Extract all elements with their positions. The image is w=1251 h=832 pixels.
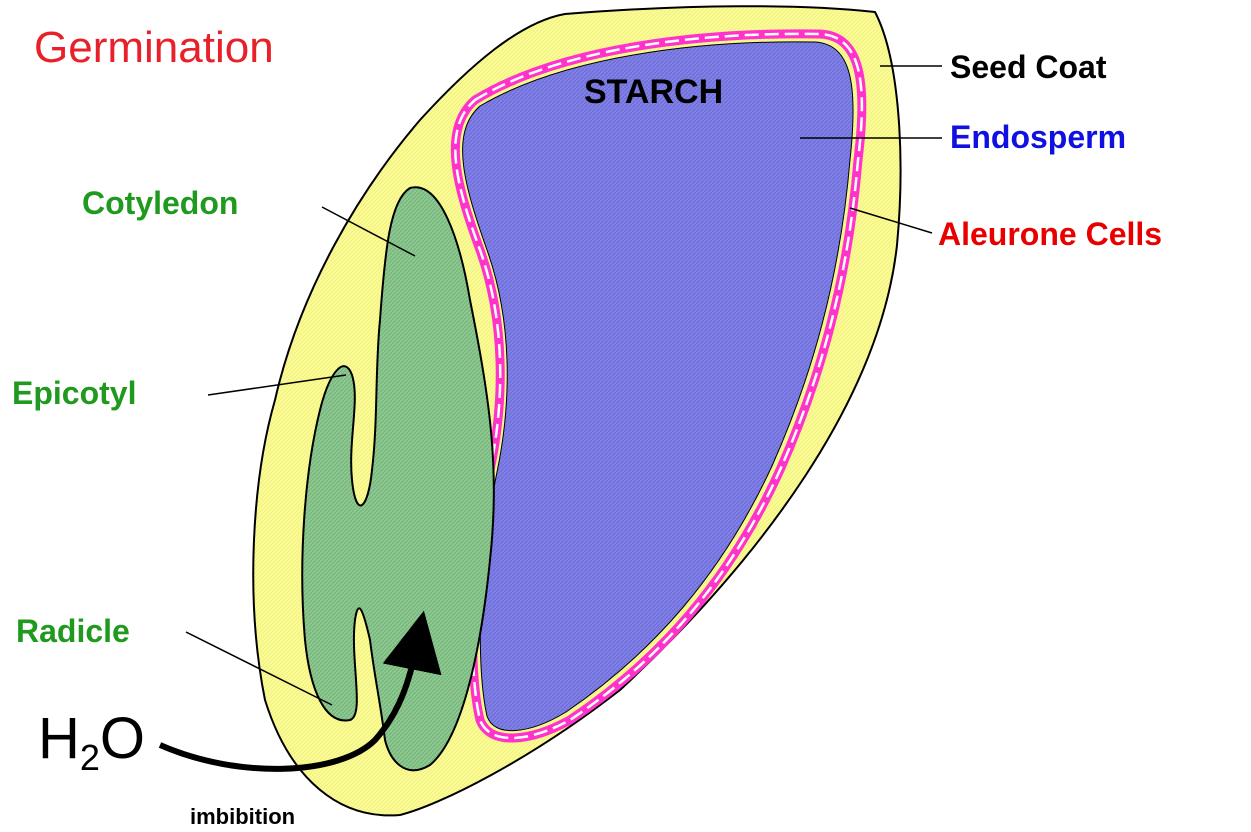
- aleurone-label: Aleurone Cells: [938, 216, 1162, 252]
- water-o: O: [100, 706, 145, 771]
- water-h: H: [38, 706, 80, 771]
- epicotyl-label: Epicotyl: [12, 375, 136, 411]
- cotyledon-label: Cotyledon: [82, 185, 238, 221]
- endosperm-label: Endosperm: [950, 119, 1126, 155]
- radicle-label: Radicle: [16, 613, 130, 649]
- starch-label: STARCH: [584, 73, 723, 111]
- water-label: H2O: [38, 706, 145, 778]
- endosperm-shape: [463, 42, 854, 731]
- diagram-title: Germination: [34, 23, 274, 72]
- water-subscript: 2: [80, 737, 100, 778]
- seed-coat-label: Seed Coat: [950, 49, 1107, 85]
- imbibition-label: imbibition: [190, 804, 295, 829]
